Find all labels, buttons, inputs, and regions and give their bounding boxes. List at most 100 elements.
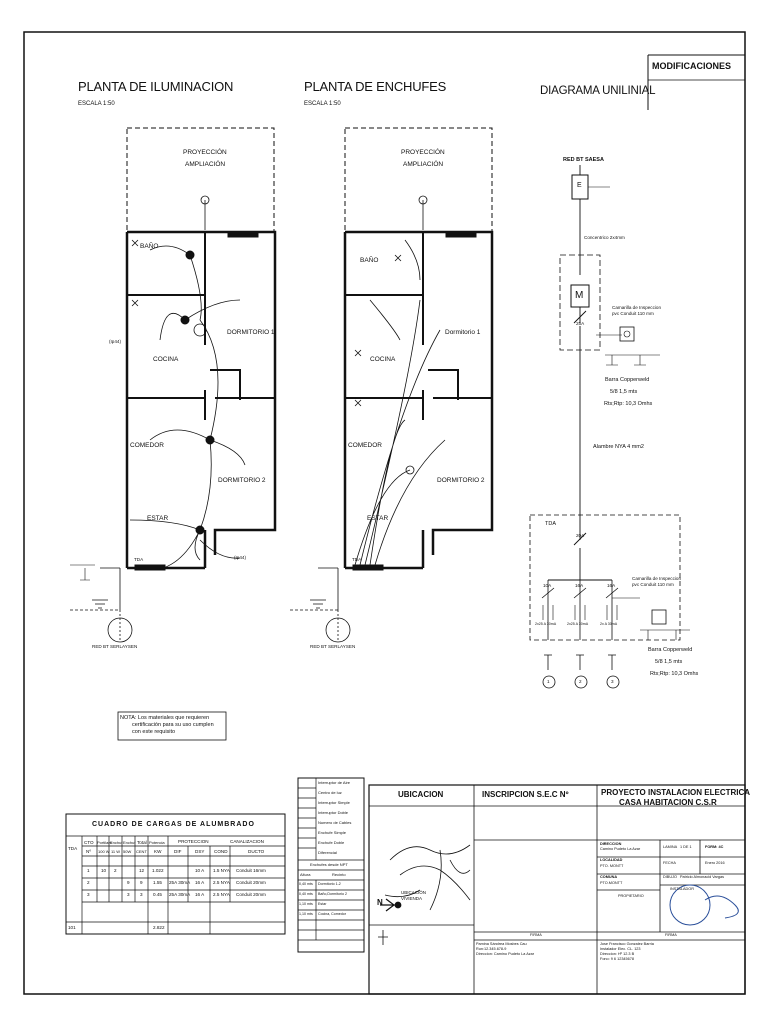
legend-symbol-3: Interruptor Simple bbox=[318, 800, 350, 805]
outlet-plan-title: PLANTA DE ENCHUFES bbox=[304, 79, 447, 94]
tb-field-locality-value: PTO. MONTT bbox=[600, 864, 624, 868]
legend-row-4-room: Cocina, Comedor bbox=[318, 912, 346, 916]
lt-r3-cto: 3 bbox=[87, 892, 90, 897]
outlet-room-kitchen: COCINA bbox=[370, 356, 396, 363]
lt-r2-50w: 9 bbox=[127, 880, 130, 885]
lt-h-total: Total bbox=[137, 840, 147, 845]
lt-r2-cto: 2 bbox=[87, 880, 90, 885]
legend-sub-header-height: Altura bbox=[300, 872, 311, 877]
tb-installer-footer-3: Direccion: Hº 12.3 B bbox=[600, 952, 635, 956]
unilinear-inspection-bottom-2: pvc Conduit 110 mm bbox=[632, 582, 674, 587]
outlet-grid-label: RED BT SERLAYSEN bbox=[310, 644, 356, 649]
tb-signature-1: FIRMA bbox=[530, 933, 542, 937]
tb-installer-footer-2: Instalador Elec. CL. 123 bbox=[600, 947, 641, 951]
north-arrow-label: N bbox=[377, 898, 383, 907]
circuit-1-diff: 2x25 A 30mA bbox=[535, 622, 557, 626]
title-block-project-1: PROYECTO INSTALACION ELECTRICA bbox=[601, 788, 751, 797]
unilinear-inspection-top-2: pvc Conduit 110 mm bbox=[612, 311, 654, 316]
lt-h-enchuf-2: Enchuf bbox=[123, 840, 136, 845]
lt-r3-dif: 25A 30mA bbox=[169, 892, 191, 897]
outlet-projection-1: PROYECCIÓN bbox=[401, 149, 445, 156]
lighting-ext-left: (Ip44) bbox=[109, 339, 122, 344]
legend-row-2-height: 0,40 mts bbox=[299, 892, 313, 896]
legend-row-1-height: 0,40 mts bbox=[299, 882, 313, 886]
note-line-2: certificación para su uso cumplen bbox=[132, 722, 214, 728]
lighting-plan-scale: ESCALA 1:50 bbox=[78, 101, 115, 107]
lighting-plan-drawing bbox=[70, 127, 277, 643]
unilinear-meter: E bbox=[577, 182, 582, 189]
lt-h2-dif: DIF bbox=[174, 849, 182, 854]
lt-r1-dsy: 10 A bbox=[195, 868, 205, 873]
legend-row-3-height: 1,10 mts bbox=[299, 902, 313, 906]
lt-r3-cond: 2.5 NYA bbox=[213, 892, 230, 897]
lt-h-proteccion: PROTECCION bbox=[178, 839, 209, 844]
load-table-grid bbox=[65, 813, 286, 935]
lighting-room-bedroom2: DORMITORIO 2 bbox=[218, 477, 266, 484]
legend-symbol-1: Interruptor de Aire bbox=[318, 780, 351, 785]
unilinear-inspection-bottom-1: Camarilla de Inspeccion bbox=[632, 576, 682, 581]
circuit-3-number: 3 bbox=[611, 679, 614, 684]
lt-h-cto: CTO bbox=[84, 840, 94, 845]
outlet-room-dining: COMEDOR bbox=[348, 442, 382, 449]
tb-installer-label: INSTALADOR bbox=[670, 887, 694, 891]
lt-r3-ducto: Conduit 20mm bbox=[236, 892, 266, 897]
tb-owner-label: PROPIETARIO bbox=[618, 894, 644, 898]
tb-signature-2: FIRMA bbox=[665, 933, 677, 937]
tb-field-locality-label: LOCALIDAD bbox=[600, 858, 623, 862]
lt-h2-kw: KW bbox=[154, 849, 162, 854]
legend-symbol-2: Centro de luz bbox=[318, 790, 342, 795]
title-block-inscription: INSCRIPCION S.E.C Nº bbox=[482, 790, 569, 799]
lt-r1-cond: 1.5 NYA bbox=[213, 868, 230, 873]
lighting-plan-title: PLANTA DE ILUMINACION bbox=[78, 79, 234, 94]
lt-r1-ducto: Conduit 16mm bbox=[236, 868, 266, 873]
location-map-drawing bbox=[378, 844, 471, 945]
unilinear-concentric: Concentrico 2x4mm bbox=[584, 235, 625, 240]
circuit-2-breaker: 16A bbox=[575, 583, 584, 588]
lighting-projection-1: PROYECCIÓN bbox=[183, 149, 227, 156]
tb-drawn-label: DIBUJO bbox=[663, 875, 677, 879]
unilinear-ground-bottom-3: Rts;Rtp: 10,3 Omhs bbox=[650, 671, 699, 677]
outlet-room-living: ESTAR bbox=[367, 515, 389, 522]
lt-r1-cto: 1 bbox=[87, 868, 90, 873]
map-label-2: VIVIENDA bbox=[401, 896, 423, 901]
circuit-2-diff: 2x25 A 30mA bbox=[567, 622, 589, 626]
lt-h2-100w: 100 W bbox=[98, 849, 110, 854]
lt-h2-ducto: DUCTO bbox=[248, 849, 265, 854]
modifications-label: MODIFICACIONES bbox=[652, 61, 732, 71]
legend-box-drawing bbox=[297, 777, 365, 953]
lighting-room-kitchen: COCINA bbox=[153, 356, 179, 363]
map-label-1: UBICACIÓN bbox=[401, 890, 427, 895]
circuit-2-number: 2 bbox=[579, 679, 582, 684]
unilinear-network: RED BT SAESA bbox=[563, 157, 604, 163]
lt-h-potencia: Potencia bbox=[149, 840, 165, 845]
outlet-room-bedroom2: DORMITORIO 2 bbox=[437, 477, 485, 484]
lt-tda-number: 101 bbox=[68, 925, 76, 930]
unilinear-meter-box: M bbox=[575, 290, 584, 301]
tb-field-commune-value: PTO.MONTT bbox=[600, 881, 623, 885]
lt-r1-11w: 2 bbox=[114, 868, 117, 873]
lt-r3-kw: 0.45 bbox=[153, 892, 162, 897]
tb-installer-footer-1: Jose Francisco Gonzalez Barria bbox=[600, 942, 654, 946]
legend-symbol-7: Enchufe Doble bbox=[318, 840, 345, 845]
lighting-projection-2: AMPLIACIÓN bbox=[185, 161, 226, 168]
lt-r3-total: 3 bbox=[140, 892, 143, 897]
outlet-tda: TDA bbox=[352, 557, 362, 562]
lt-r3-dsy: 16 A bbox=[195, 892, 205, 897]
installer-stamp bbox=[669, 884, 739, 926]
lt-r2-ducto: Conduit 20mm bbox=[236, 880, 266, 885]
tb-date-value: Enero 2016 bbox=[705, 861, 725, 865]
lt-h2-50w: 50W bbox=[123, 849, 132, 854]
tb-owner-footer-2: Run:12.345.678-9 bbox=[476, 947, 507, 951]
lt-r3-50w: 3 bbox=[127, 892, 130, 897]
title-block-grid bbox=[368, 784, 746, 995]
unilinear-ground-bottom-1: Barra Copperweld bbox=[648, 647, 693, 653]
tb-owner-footer-3: Direccion: Camino Pudeto La Azar bbox=[476, 952, 535, 956]
note-line-3: con este requisito bbox=[132, 729, 176, 735]
lt-r2-cond: 2.5 NYA bbox=[213, 880, 230, 885]
lt-r1-total: 12 bbox=[139, 868, 145, 873]
legend-row-1-room: Dormitorio 1-2 bbox=[318, 882, 341, 886]
tb-field-address-label: DIRECCION bbox=[600, 842, 622, 846]
lt-h2-11w: 11 W bbox=[111, 849, 121, 854]
outlet-projection-2: AMPLIACIÓN bbox=[403, 161, 444, 168]
outlet-plan-scale: ESCALA 1:50 bbox=[304, 101, 341, 107]
